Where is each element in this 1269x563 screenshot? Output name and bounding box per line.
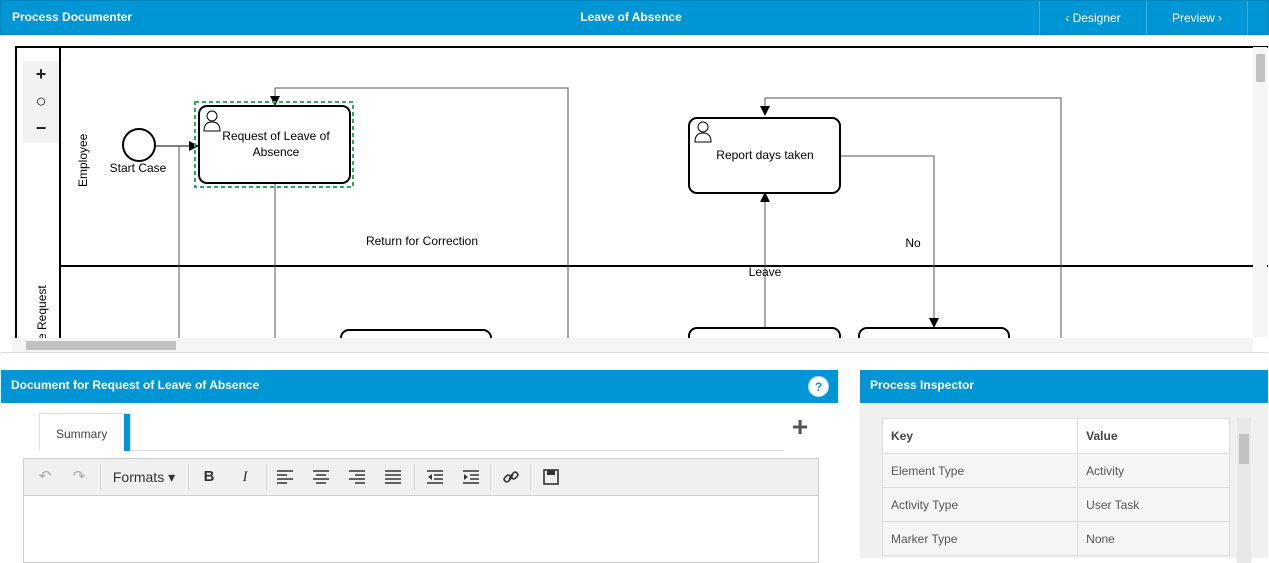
inspector-scrollbar[interactable] — [1237, 418, 1251, 563]
tab-summary-label: Summary — [56, 427, 108, 441]
outdent-icon[interactable] — [424, 465, 446, 489]
task-request-label-2: Absence — [253, 145, 300, 159]
document-panel-title: Document for Request of Leave of Absence — [11, 378, 260, 392]
undo-icon[interactable]: ↶ — [38, 468, 52, 485]
start-event-label: Start Case — [110, 161, 167, 175]
user-task-icon — [694, 121, 712, 143]
zoom-in-button[interactable]: + — [35, 64, 47, 84]
document-panel: Summary + ↶ ↷ Formats ▾ B I — [1, 403, 838, 563]
pool — [15, 46, 1268, 352]
lane-label-employee: Employee — [76, 133, 90, 187]
row-value[interactable]: Activity — [1077, 453, 1230, 488]
redo-icon[interactable]: ↷ — [72, 468, 86, 485]
row-value[interactable]: User Task — [1077, 487, 1230, 522]
inspector-title: Process Inspector — [870, 378, 975, 392]
align-center-icon[interactable] — [310, 465, 332, 489]
header-value: Value — [1077, 418, 1230, 454]
help-icon[interactable]: ? — [808, 376, 829, 397]
task-report-days[interactable] — [688, 117, 841, 194]
scroll-thumb[interactable] — [1256, 54, 1265, 82]
scroll-thumb[interactable] — [1239, 434, 1249, 464]
row-key: Marker Type — [881, 521, 1079, 556]
add-tab-icon[interactable]: + — [791, 411, 809, 442]
align-left-icon[interactable] — [274, 465, 296, 489]
toolbar-separator — [414, 464, 415, 490]
bold-icon[interactable]: B — [203, 468, 215, 485]
lane-label-request: e Request — [35, 285, 49, 340]
app-title: Process Documenter — [12, 10, 133, 24]
zoom-controls: + ○ − — [23, 61, 59, 143]
zoom-reset-button[interactable]: ○ — [35, 91, 47, 111]
formats-dropdown[interactable]: Formats ▾ — [112, 469, 176, 485]
selection-outline — [194, 101, 354, 188]
flow-label-return: Return for Correction — [366, 234, 478, 248]
task-request-leave[interactable] — [198, 105, 351, 184]
flow-label-leave: Leave — [749, 265, 782, 279]
editor-toolbar: ↶ ↷ Formats ▾ B I — [24, 459, 818, 496]
table-row[interactable]: Marker Type None — [881, 521, 1230, 556]
indent-icon[interactable] — [460, 465, 482, 489]
bpmn-diagram: Employee e Request Start Case Request of… — [15, 46, 1268, 353]
document-title: Leave of Absence — [580, 10, 682, 24]
tab-accent — [124, 414, 130, 451]
toolbar-separator — [100, 464, 101, 490]
save-icon[interactable] — [540, 465, 562, 489]
table-row[interactable]: Activity Type User Task — [881, 487, 1230, 522]
italic-icon[interactable]: I — [242, 469, 248, 485]
inspector-table: Key Value Element Type Activity Activity… — [881, 418, 1230, 556]
row-key: Element Type — [881, 453, 1079, 488]
zoom-out-button[interactable]: − — [35, 118, 47, 138]
canvas-horizontal-scrollbar[interactable] — [12, 338, 1253, 352]
toolbar-separator — [490, 464, 491, 490]
canvas-vertical-scrollbar[interactable] — [1253, 47, 1267, 337]
toolbar-separator — [530, 464, 531, 490]
justify-icon[interactable] — [382, 465, 404, 489]
inspector-panel: Key Value Element Type Activity Activity… — [860, 403, 1268, 563]
flow-no[interactable] — [840, 155, 939, 328]
table-header-row: Key Value — [881, 418, 1230, 454]
header-key: Key — [881, 418, 1079, 454]
flow-to-report[interactable] — [760, 97, 1062, 353]
scroll-thumb[interactable] — [26, 341, 176, 350]
start-event[interactable] — [122, 128, 156, 162]
user-task-icon — [203, 110, 221, 132]
inspector-panel-header: Process Inspector — [860, 370, 1268, 403]
align-right-icon[interactable] — [346, 465, 368, 489]
row-key: Activity Type — [881, 487, 1079, 522]
link-icon[interactable] — [500, 465, 522, 489]
preview-button[interactable]: Preview › — [1146, 1, 1248, 36]
flow-label-no: No — [905, 236, 921, 250]
table-row[interactable]: Element Type Activity — [881, 453, 1230, 488]
diagram-canvas[interactable]: Employee e Request Start Case Request of… — [1, 35, 1268, 353]
toolbar-separator — [266, 464, 267, 490]
rich-text-editor[interactable]: ↶ ↷ Formats ▾ B I — [23, 458, 819, 563]
tab-divider — [39, 450, 784, 451]
toolbar-separator — [188, 464, 189, 490]
document-panel-header: Document for Request of Leave of Absence… — [1, 370, 838, 403]
top-bar: Process Documenter Leave of Absence ‹ De… — [0, 0, 1269, 36]
row-value[interactable]: None — [1077, 521, 1230, 556]
flow-return-correction[interactable] — [270, 87, 569, 353]
tab-summary[interactable]: Summary — [39, 413, 131, 451]
designer-button[interactable]: ‹ Designer — [1039, 1, 1146, 36]
task-request-label-1: Request of Leave of — [222, 129, 330, 143]
task-report-label: Report days taken — [716, 148, 813, 162]
